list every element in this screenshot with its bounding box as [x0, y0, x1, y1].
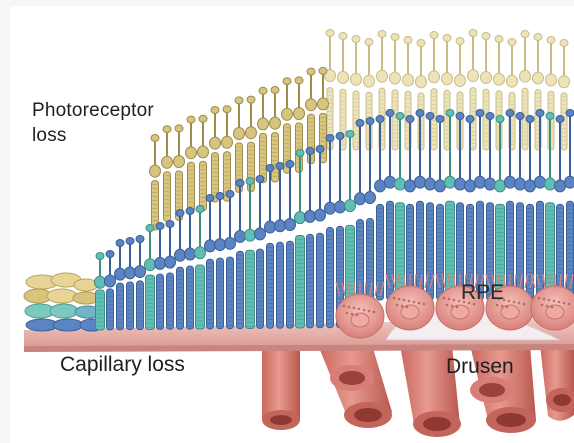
photoreceptor-loss-label: Photoreceptor loss: [32, 98, 154, 148]
capillary-tube: [339, 371, 365, 385]
capillary-loss-label: Capillary loss: [60, 353, 185, 377]
capillary-tube: [354, 408, 382, 422]
capillary-tube: [423, 417, 451, 431]
capillary-tube: [270, 415, 292, 425]
rpe-cell: [336, 282, 384, 338]
rpe-cell: [386, 274, 434, 330]
drusen-label: Drusen: [446, 355, 514, 379]
capillary-tube: [496, 413, 526, 427]
left-cell-stack: [24, 273, 104, 331]
photoreceptor-label-line1: Photoreceptor: [32, 98, 154, 123]
capillary-tube: [553, 394, 571, 406]
photoreceptor-label-line2: loss: [32, 123, 154, 148]
capillary-tube: [479, 383, 505, 397]
rpe-label: RPE: [461, 281, 504, 305]
